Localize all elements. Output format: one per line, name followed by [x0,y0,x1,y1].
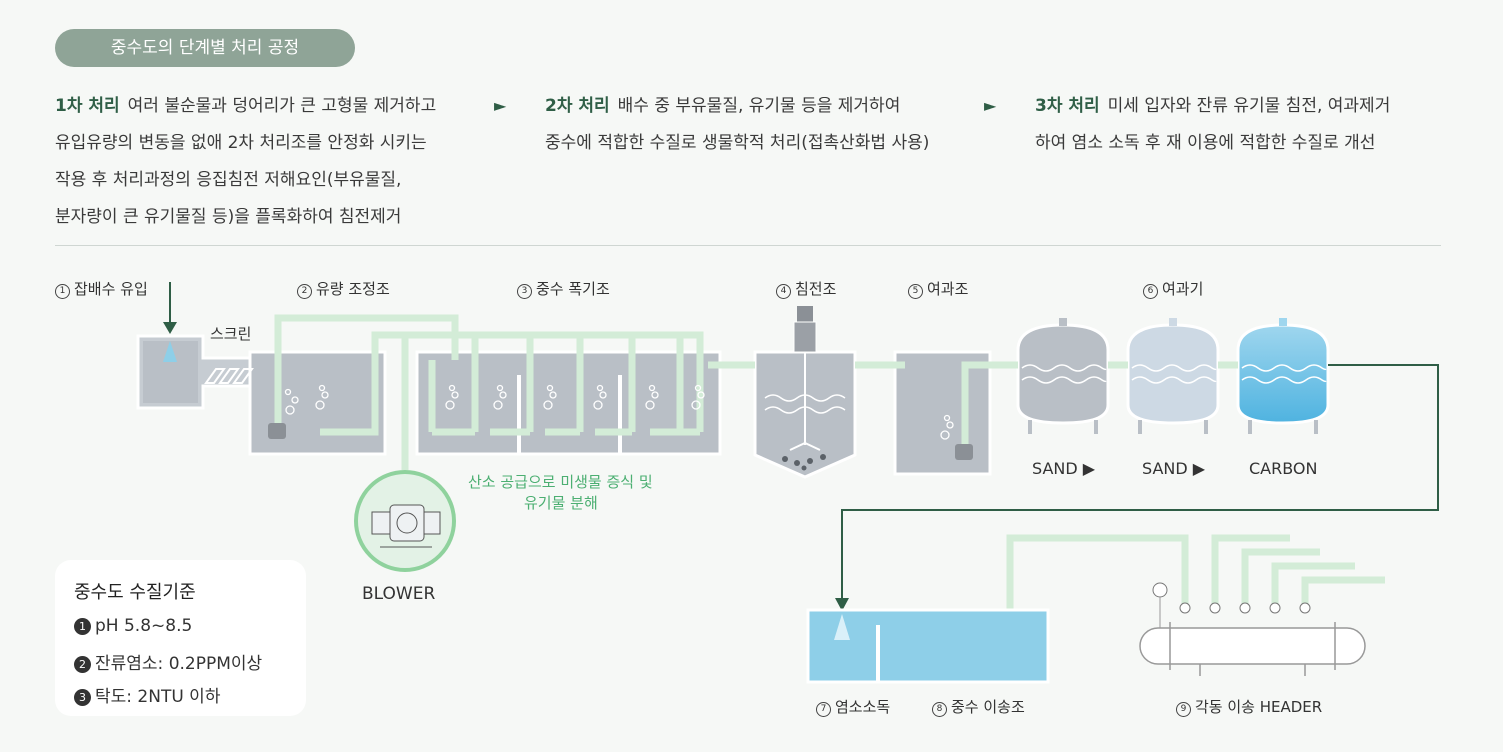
mixer-motor-icon [793,306,817,372]
step-3-head: 3차 처리 [1035,96,1100,116]
step-1: 1차 처리 여러 불순물과 덩어리가 큰 고형물 제거하고 유입유량의 변동을 없… [55,88,436,236]
equalization-tank [136,334,387,456]
aeration-note-line: 산소 공급으로 미생물 증식 및 [468,473,653,491]
bubbles [284,384,1030,637]
section-title-pill: 중수도의 단계별 처리 공정 [55,29,355,67]
step-2-head: 2차 처리 [545,96,610,116]
sand-label-1: SAND ▶ [1032,459,1096,478]
step-2-line: 배수 중 부유물질, 유기물 등을 제거하여 [617,96,901,116]
aeration-tank [415,350,722,456]
step-1-head: 1차 처리 [55,96,120,116]
step-1-line: 작용 후 처리과정의 응집침전 저해요인(부유물질, [55,170,402,190]
blower-icon [354,470,456,572]
outlet-pipes [1290,535,1435,583]
distribution-header [1139,582,1366,676]
step-2: 2차 처리 배수 중 부유물질, 유기물 등을 제거하여 중수에 적합한 수질로 … [545,88,929,162]
step-3: 3차 처리 미세 입자와 잔류 유기물 침전, 여과제거 하여 염소 소독 후 재… [1035,88,1390,162]
aeration-note-line: 유기물 분해 [524,494,598,512]
settling-tank [753,306,857,479]
outflow-line [835,364,1439,611]
step-1-line: 여러 불순물과 덩어리가 큰 고형물 제거하고 [127,96,437,116]
sand-filter-2 [1126,318,1220,434]
carbon-filter [1236,318,1330,434]
arrow-icon: ► [984,96,997,115]
inflow-arrow [163,282,177,334]
step-2-line: 중수에 적합한 수질로 생물학적 처리(접촉산화법 사용) [545,133,930,153]
carbon-label: CARBON [1249,459,1318,478]
sand-label-2: SAND ▶ [1142,459,1206,478]
standard-title: 중수도 수질기준 [74,582,196,603]
step-1-line: 유입유량의 변동을 없애 2차 처리조를 안정화 시키는 [55,133,427,153]
sand-filter-1 [1016,318,1110,434]
divider [55,245,1441,246]
arrow-icon: ► [494,96,507,115]
step-1-line: 분자량이 큰 유기물질 등)을 플록화하여 침전제거 [55,207,402,227]
screen-icon [204,368,254,384]
pressure-filters [1016,318,1330,434]
transfer-tank [806,608,1050,684]
step-3-line: 미세 입자와 잔류 유기물 침전, 여과제거 [1107,96,1391,116]
screen-label: 스크린 [210,325,252,343]
filter-tank [893,350,992,476]
blower-label: BLOWER [362,584,436,604]
step-3-line: 하여 염소 소독 후 재 이용에 적합한 수질로 개선 [1035,133,1376,153]
pipes [274,314,1385,650]
